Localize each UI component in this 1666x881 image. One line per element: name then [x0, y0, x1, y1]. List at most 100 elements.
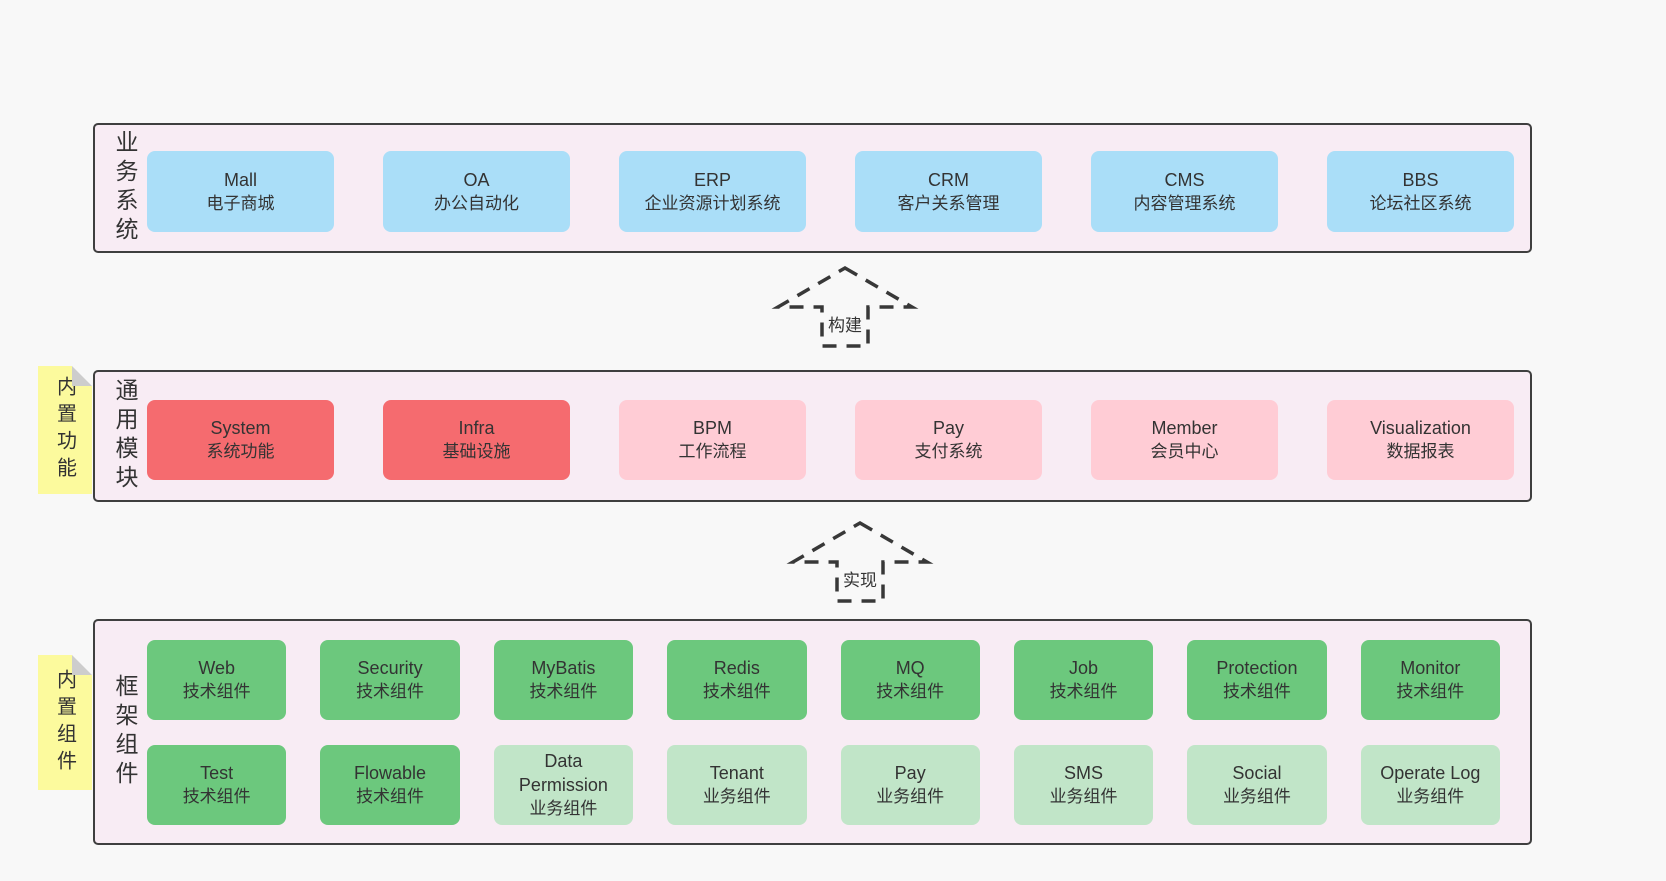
note-builtin-functions: 内置功能 [38, 366, 92, 494]
box-subtitle: 论坛社区系统 [1369, 193, 1472, 213]
box-subtitle: 客户关系管理 [897, 193, 1000, 213]
box-title: System [210, 418, 271, 438]
arrow-build: 构建 [770, 265, 920, 349]
box-subtitle: 会员中心 [1150, 442, 1219, 461]
box-title: Security [357, 658, 423, 678]
box-system: System 系统功能 [147, 400, 334, 480]
box-subtitle: 技术组件 [529, 682, 598, 701]
box-subtitle: 业务组件 [1222, 787, 1291, 806]
box-mybatis: MyBatis 技术组件 [493, 640, 634, 720]
box-title: ERP [693, 169, 731, 190]
box-subtitle: 技术组件 [702, 682, 771, 701]
band-business-label: 业务系统 [112, 130, 138, 246]
box-subtitle: 技术组件 [1222, 682, 1291, 701]
box-flowable: Flowable 技术组件 [320, 745, 460, 825]
framework-box-row-2: Test 技术组件 Flowable 技术组件 Data Permission 业务组… [147, 745, 1500, 825]
arrow-implement: 实现 [785, 520, 935, 604]
folded-corner-icon [72, 366, 92, 386]
box-mq: MQ 技术组件 [840, 640, 980, 720]
box-oa: OA 办公自动化 [383, 151, 570, 232]
box-title: Social [1232, 763, 1282, 783]
box-subtitle: 办公自动化 [434, 193, 519, 213]
box-subtitle: 技术组件 [356, 787, 425, 806]
box-subtitle: 企业资源计划系统 [644, 193, 781, 213]
box-title: BBS [1402, 169, 1439, 190]
arrow-implement-label: 实现 [840, 566, 880, 591]
box-subtitle: 工作流程 [678, 442, 747, 461]
box-redis: Redis 技术组件 [667, 640, 807, 720]
box-title: Flowable [354, 763, 427, 783]
box-tenant: Tenant 业务组件 [667, 745, 807, 825]
box-subtitle: 技术组件 [182, 787, 251, 806]
box-web: Web 技术组件 [147, 640, 287, 720]
box-member: Member 会员中心 [1091, 400, 1278, 480]
box-title: SMS [1064, 763, 1104, 783]
band-common-label: 通用模块 [112, 378, 138, 494]
box-subtitle: 技术组件 [182, 682, 251, 701]
note-text: 内置功能 [53, 376, 76, 484]
box-title: Tenant [709, 763, 764, 783]
box-bbs: BBS 论坛社区系统 [1327, 151, 1514, 232]
box-title: OA [463, 169, 490, 190]
box-subtitle: 业务组件 [702, 787, 771, 806]
box-social: Social 业务组件 [1187, 745, 1327, 825]
box-subtitle: 系统功能 [206, 442, 275, 461]
box-title: Monitor [1400, 658, 1461, 678]
box-test: Test 技术组件 [147, 745, 287, 825]
box-pay-component: Pay 业务组件 [840, 745, 980, 825]
note-text: 内置组件 [53, 668, 76, 777]
folded-corner-icon [72, 655, 92, 675]
box-title: CRM [928, 169, 969, 190]
dashed-up-arrow-icon [771, 265, 919, 348]
box-subtitle: 技术组件 [876, 682, 945, 701]
box-subtitle: 内容管理系统 [1133, 193, 1236, 213]
box-title: Pay [894, 763, 926, 783]
box-subtitle: 业务组件 [1049, 787, 1118, 806]
box-crm: CRM 客户关系管理 [855, 151, 1042, 232]
box-data-permission: Data Permission 业务组件 [493, 745, 634, 825]
box-operate-log: Operate Log 业务组件 [1360, 745, 1500, 825]
box-title: Redis [713, 658, 760, 678]
box-title: Infra [458, 418, 495, 438]
box-sms: SMS 业务组件 [1013, 745, 1154, 825]
box-title: MQ [895, 658, 925, 678]
box-title: Data Permission [518, 751, 608, 795]
box-title: Pay [932, 418, 965, 438]
box-subtitle: 数据报表 [1386, 442, 1455, 461]
box-subtitle: 基础设施 [442, 442, 511, 461]
box-title: Web [198, 658, 236, 678]
dashed-up-arrow-icon [786, 520, 934, 603]
box-title: Visualization [1370, 418, 1471, 438]
box-subtitle: 电子商城 [206, 193, 275, 213]
box-subtitle: 业务组件 [529, 799, 598, 818]
box-pay-module: Pay 支付系统 [855, 400, 1042, 480]
box-title: Test [200, 763, 234, 783]
box-title: Member [1151, 418, 1218, 438]
note-builtin-components: 内置组件 [38, 655, 92, 790]
box-title: Protection [1216, 658, 1298, 678]
box-visualization: Visualization 数据报表 [1327, 400, 1514, 480]
box-infra: Infra 基础设施 [383, 400, 570, 480]
box-title: Operate Log [1380, 763, 1481, 783]
box-subtitle: 业务组件 [1396, 787, 1465, 806]
box-subtitle: 支付系统 [914, 442, 983, 461]
box-protection: Protection 技术组件 [1187, 640, 1327, 720]
arrow-build-label: 构建 [825, 311, 865, 336]
box-title: MyBatis [531, 658, 596, 678]
box-subtitle: 业务组件 [876, 787, 945, 806]
box-monitor: Monitor 技术组件 [1360, 640, 1500, 720]
box-subtitle: 技术组件 [1396, 682, 1465, 701]
box-title: Job [1069, 658, 1099, 678]
